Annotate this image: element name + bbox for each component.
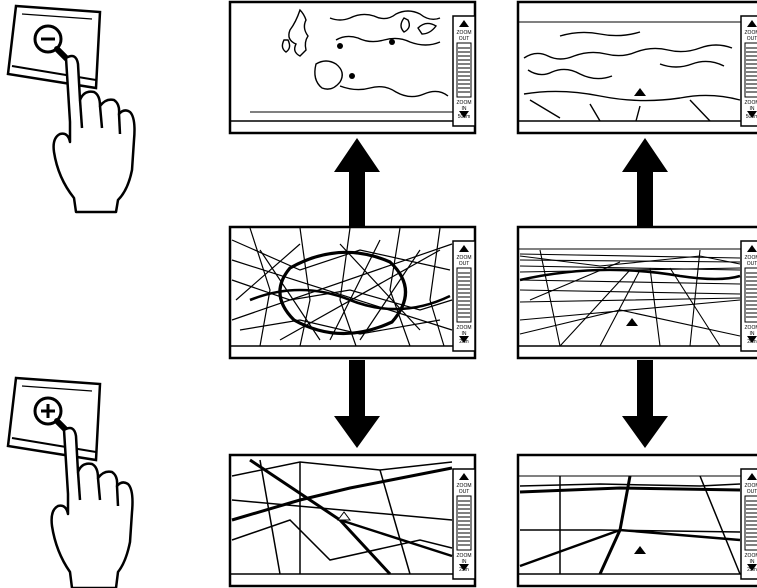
zoom-in-gesture — [8, 378, 133, 588]
scale-label: 25m — [747, 567, 757, 573]
zoom-out-gesture — [8, 6, 135, 212]
scale-label: 2km — [459, 339, 468, 345]
map-screen-city-birdview: 2km — [518, 227, 757, 358]
map-screen-street-birdview: 25m — [518, 455, 757, 586]
arrow-up-icon — [334, 138, 380, 228]
arrow-down-icon — [622, 360, 668, 448]
arrow-up-icon — [622, 138, 668, 228]
arrow-down-icon — [334, 360, 380, 448]
scale-label: 25m — [459, 567, 469, 573]
map-screen-city: 2km — [230, 227, 475, 358]
scale-label: 500m — [746, 114, 757, 120]
scale-label: 500m — [458, 114, 471, 120]
scale-label: 2km — [747, 339, 756, 345]
map-screen-street: 25m — [230, 455, 475, 586]
map-screen-wide: 500m — [230, 2, 475, 133]
map-screen-wide-birdview: 500m — [518, 2, 757, 133]
